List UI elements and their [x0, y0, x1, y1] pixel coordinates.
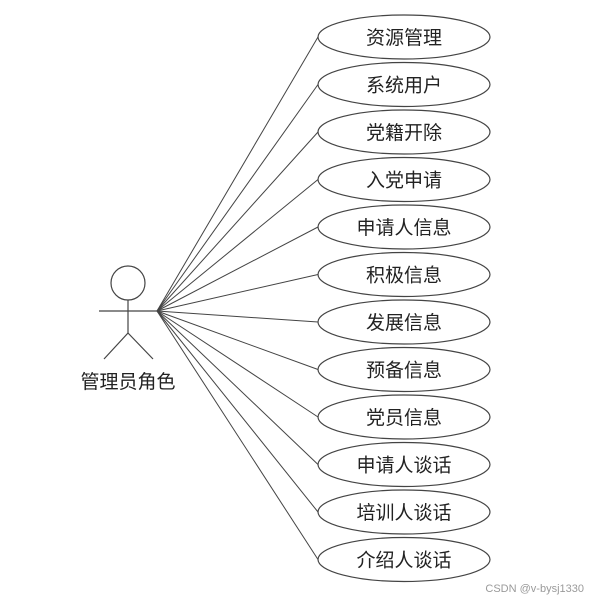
use-case: 系统用户 [317, 61, 491, 108]
use-case-label: 党员信息 [366, 407, 442, 429]
use-case: 入党申请 [317, 156, 491, 203]
use-case-ellipse [317, 346, 491, 393]
actor-head [110, 265, 146, 301]
association-line [156, 310, 319, 465]
association-line [156, 310, 319, 370]
association-line [156, 179, 319, 312]
use-case: 申请人谈话 [317, 441, 491, 488]
use-case-label: 预备信息 [366, 360, 442, 382]
use-case-ellipse [317, 14, 491, 60]
association-line [156, 310, 319, 323]
use-case-ellipse [317, 394, 491, 440]
association-line [156, 36, 319, 312]
use-case-ellipse [317, 61, 491, 108]
use-case-label: 资源管理 [366, 27, 442, 49]
use-case: 预备信息 [317, 346, 491, 393]
association-line [156, 310, 319, 418]
use-case: 培训人谈话 [317, 489, 491, 535]
association-line [156, 274, 319, 312]
actor-right-leg [127, 332, 154, 360]
actor-label: 管理员角色 [80, 371, 175, 393]
use-case: 申请人信息 [317, 204, 491, 250]
use-case-ellipse [317, 489, 491, 535]
use-cases: 资源管理系统用户党籍开除入党申请申请人信息积极信息发展信息预备信息党员信息申请人… [317, 14, 491, 583]
use-case-ellipse [317, 109, 491, 155]
use-case-ellipse [317, 251, 491, 298]
use-case: 介绍人谈话 [317, 536, 491, 583]
use-case: 资源管理 [317, 14, 491, 60]
use-case-label: 申请人信息 [356, 217, 451, 239]
association-line [156, 226, 319, 312]
use-case: 发展信息 [317, 299, 491, 345]
use-case-label: 系统用户 [366, 75, 442, 97]
association-line [156, 310, 319, 513]
association-line [156, 131, 319, 312]
use-case-ellipse [317, 299, 491, 345]
use-case: 积极信息 [317, 251, 491, 298]
use-case-label: 入党申请 [366, 170, 442, 192]
watermark: CSDN @v-bysj1330 [485, 583, 584, 595]
use-case: 党员信息 [317, 394, 491, 440]
use-case-label: 发展信息 [366, 312, 442, 334]
use-case-label: 介绍人谈话 [356, 550, 451, 572]
use-case-ellipse [317, 156, 491, 203]
use-case-label: 培训人谈话 [356, 502, 451, 524]
use-case-ellipse [317, 536, 491, 583]
use-case: 党籍开除 [317, 109, 491, 155]
use-case-ellipse [317, 441, 491, 488]
actor-left-leg [103, 332, 129, 360]
use-case-ellipse [317, 204, 491, 250]
association-lines [156, 36, 319, 560]
actor-figure: 管理员角色 [80, 265, 176, 393]
association-line [156, 84, 319, 312]
use-case-label: 积极信息 [366, 265, 442, 287]
association-line [156, 310, 319, 560]
use-case-label: 申请人谈话 [356, 455, 451, 477]
use-case-label: 党籍开除 [366, 122, 442, 144]
